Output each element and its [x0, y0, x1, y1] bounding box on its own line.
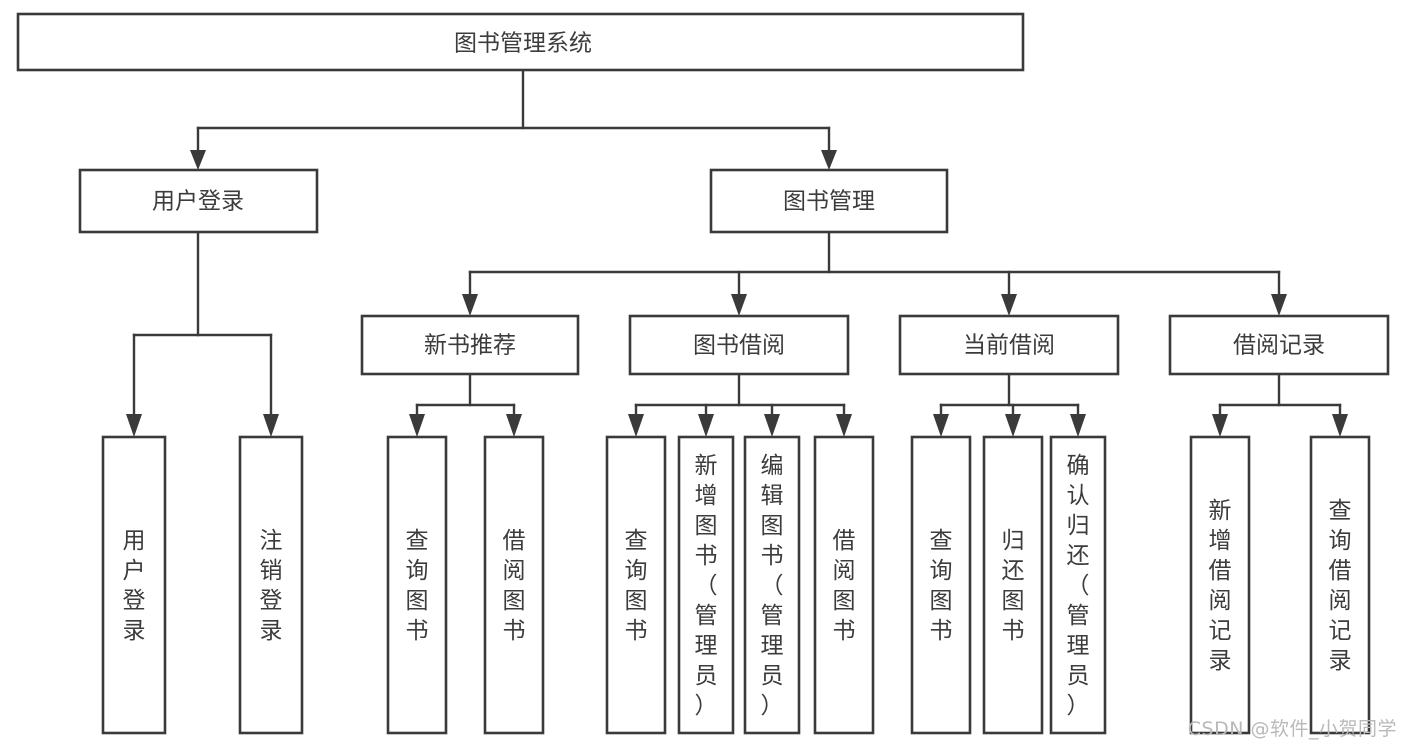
node-label-current-borrow: 当前借阅 — [963, 333, 1055, 359]
leaf-node-query-book-1[interactable]: 查询图书 — [386, 435, 448, 735]
arrow-head-icon — [506, 414, 522, 437]
node-box-leaf-query-book-1[interactable] — [386, 435, 448, 735]
leaf-node-edit-book-admin[interactable]: 编辑图书（管理员） — [743, 435, 801, 735]
node-box-new-book-recommend[interactable] — [360, 314, 580, 376]
node-label-book-management: 图书管理 — [783, 189, 875, 215]
arrow-head-icon — [1001, 294, 1017, 316]
leaf-node-query-borrow-record[interactable]: 查询借阅记录 — [1309, 435, 1371, 735]
node-box-borrow-record[interactable] — [1168, 314, 1390, 376]
node-root[interactable]: 图书管理系统 — [16, 12, 1025, 72]
arrow-head-icon — [764, 414, 780, 437]
leaf-node-borrow-book-2[interactable]: 借阅图书 — [813, 435, 875, 735]
node-new-book-recommend[interactable]: 新书推荐 — [360, 314, 580, 376]
node-borrow-record[interactable]: 借阅记录 — [1168, 314, 1390, 376]
node-box-leaf-confirm-return-admin[interactable] — [1049, 435, 1107, 735]
leaf-node-return-book[interactable]: 归还图书 — [982, 435, 1044, 735]
node-label-root: 图书管理系统 — [454, 31, 592, 57]
node-label-leaf-return-book: 归还图书 — [1002, 528, 1025, 644]
node-box-user-login[interactable] — [78, 168, 319, 234]
node-label-leaf-edit-book-admin: 编辑图书（管理员） — [761, 453, 784, 719]
node-box-book-management[interactable] — [709, 168, 949, 234]
node-label-leaf-borrow-book-2: 借阅图书 — [833, 528, 856, 644]
node-box-leaf-borrow-book-2[interactable] — [813, 435, 875, 735]
node-label-leaf-query-book-2: 查询图书 — [625, 528, 648, 644]
node-box-leaf-edit-book-admin[interactable] — [743, 435, 801, 735]
node-box-leaf-user-login[interactable] — [101, 435, 167, 735]
leaf-node-query-book-3[interactable]: 查询图书 — [910, 435, 972, 735]
node-label-leaf-query-borrow-record: 查询借阅记录 — [1329, 498, 1352, 674]
node-label-leaf-confirm-return-admin: 确认归还（管理员） — [1067, 453, 1090, 719]
node-box-leaf-query-book-3[interactable] — [910, 435, 972, 735]
node-label-new-book-recommend: 新书推荐 — [424, 333, 516, 359]
node-label-borrow-record: 借阅记录 — [1233, 333, 1325, 359]
arrow-head-icon — [933, 414, 949, 437]
node-user-login[interactable]: 用户登录 — [78, 168, 319, 234]
leaf-node-logout[interactable]: 注销登录 — [238, 435, 304, 735]
connector-layer — [126, 68, 1348, 437]
node-box-leaf-add-book-admin[interactable] — [677, 435, 735, 735]
arrow-head-icon — [731, 294, 747, 316]
node-box-leaf-return-book[interactable] — [982, 435, 1044, 735]
arrow-head-icon — [628, 414, 644, 437]
node-box-book-borrow[interactable] — [628, 314, 850, 376]
node-box-leaf-query-borrow-record[interactable] — [1309, 435, 1371, 735]
node-label-leaf-logout: 注销登录 — [260, 528, 283, 644]
arrow-head-icon — [836, 414, 852, 437]
arrow-head-icon — [409, 414, 425, 437]
leaf-node-confirm-return-admin[interactable]: 确认归还（管理员） — [1049, 435, 1107, 735]
leaf-node-user-login[interactable]: 用户登录 — [101, 435, 167, 735]
node-current-borrow[interactable]: 当前借阅 — [898, 314, 1120, 376]
node-book-management[interactable]: 图书管理 — [709, 168, 949, 234]
arrow-head-icon — [1212, 414, 1228, 437]
node-box-leaf-query-book-2[interactable] — [605, 435, 667, 735]
arrow-head-icon — [263, 414, 279, 437]
arrow-head-icon — [462, 294, 478, 316]
leaf-node-query-book-2[interactable]: 查询图书 — [605, 435, 667, 735]
node-label-leaf-borrow-book-1: 借阅图书 — [503, 528, 526, 644]
leaf-node-borrow-book-1[interactable]: 借阅图书 — [483, 435, 545, 735]
node-label-leaf-user-login: 用户登录 — [123, 528, 146, 644]
node-box-leaf-add-borrow-record[interactable] — [1189, 435, 1251, 735]
arrow-head-icon — [698, 414, 714, 437]
node-book-borrow[interactable]: 图书借阅 — [628, 314, 850, 376]
node-label-leaf-query-book-1: 查询图书 — [406, 528, 429, 644]
node-box-current-borrow[interactable] — [898, 314, 1120, 376]
leaf-node-add-book-admin[interactable]: 新增图书（管理员） — [677, 435, 735, 735]
node-label-leaf-add-book-admin: 新增图书（管理员） — [695, 453, 718, 719]
node-box-root[interactable] — [16, 12, 1025, 72]
arrow-head-icon — [1271, 294, 1287, 316]
arrow-head-icon — [126, 414, 142, 437]
node-box-leaf-borrow-book-1[interactable] — [483, 435, 545, 735]
node-box-leaf-logout[interactable] — [238, 435, 304, 735]
arrow-head-icon — [1070, 414, 1086, 437]
node-label-leaf-add-borrow-record: 新增借阅记录 — [1209, 498, 1232, 674]
arrow-head-icon — [1005, 414, 1021, 437]
arrow-head-icon — [821, 150, 837, 170]
arrow-head-icon — [190, 150, 206, 170]
node-label-user-login: 用户登录 — [152, 189, 244, 215]
leaf-node-add-borrow-record[interactable]: 新增借阅记录 — [1189, 435, 1251, 735]
arrow-head-icon — [1332, 414, 1348, 437]
node-label-leaf-query-book-3: 查询图书 — [930, 528, 953, 644]
node-label-book-borrow: 图书借阅 — [693, 333, 785, 359]
